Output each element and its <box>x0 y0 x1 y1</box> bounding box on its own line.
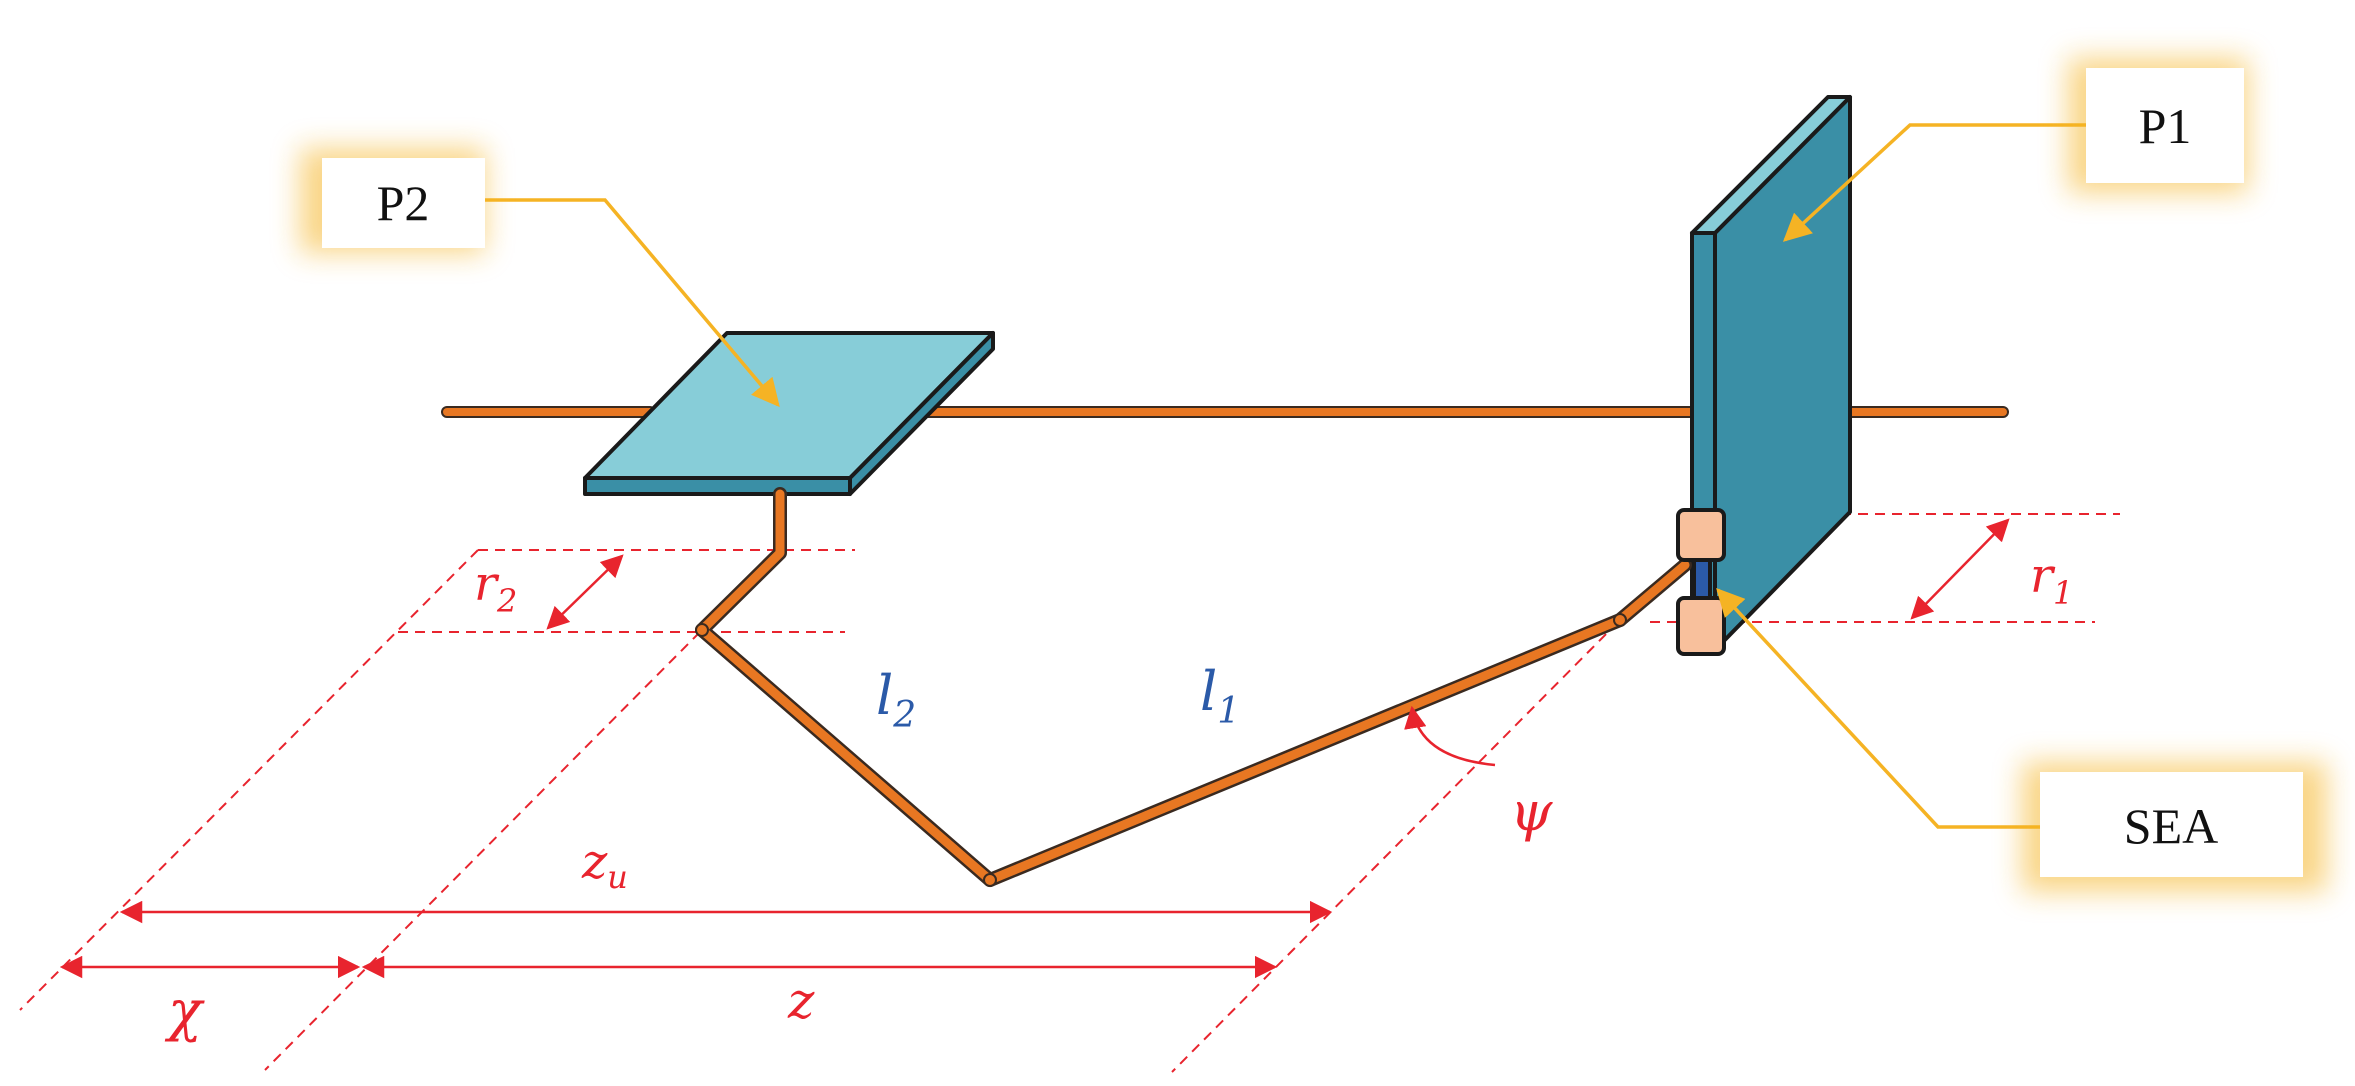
label-psi: ψ <box>1510 780 1553 843</box>
label-l2: l2 <box>876 664 916 736</box>
guide-diag-mid <box>264 631 701 1071</box>
leader-sea <box>1716 587 2040 829</box>
leader-p1 <box>1782 123 2086 242</box>
guide-diag-left <box>19 549 479 1011</box>
callout-leaders <box>485 123 2086 829</box>
leader-p2 <box>485 198 780 408</box>
label-r2: r2 <box>474 556 517 620</box>
label-r1: r1 <box>2030 548 2073 612</box>
guide-lines <box>19 513 2120 1073</box>
arrow-r2 <box>546 554 624 630</box>
dimension-arrows <box>59 518 2010 979</box>
plate-p1-face <box>1713 95 1852 652</box>
label-chi: χ <box>164 979 205 1044</box>
label-zu: zu <box>581 834 628 896</box>
callout-p1: P1 <box>2068 58 2248 193</box>
sea-cylinder-bottom <box>1676 596 1726 656</box>
symbol-labels: r2 r1 l2 l1 zu χ z ψ <box>164 548 2073 1044</box>
callout-sea-box <box>2040 772 2303 877</box>
callout-p1-box <box>2086 68 2244 183</box>
linkage-fill <box>697 489 1690 885</box>
plate-p2-front <box>583 476 852 496</box>
arrow-psi <box>1404 705 1496 767</box>
sea-actuator <box>1676 508 1726 656</box>
callout-p2: P2 <box>300 148 485 253</box>
callout-p2-label: P2 <box>377 175 430 231</box>
guide-diag-right <box>1171 621 1619 1073</box>
sea-cylinder-top <box>1676 508 1726 562</box>
plate-p1 <box>1690 95 1852 652</box>
callout-sea: SEA <box>2022 762 2327 892</box>
arrow-r1 <box>1910 518 2010 620</box>
plate-p2 <box>583 331 995 496</box>
label-z: z <box>787 972 815 1030</box>
callout-sea-label: SEA <box>2124 798 2218 854</box>
linkage <box>695 487 1692 887</box>
joint-sea <box>1613 613 1627 627</box>
plate-p2-side <box>848 331 995 496</box>
joint-bottom <box>983 873 997 887</box>
label-l1: l1 <box>1200 660 1240 732</box>
callout-p1-label: P1 <box>2139 98 2192 154</box>
callout-p2-box <box>322 158 485 248</box>
joint-p2 <box>695 623 709 637</box>
